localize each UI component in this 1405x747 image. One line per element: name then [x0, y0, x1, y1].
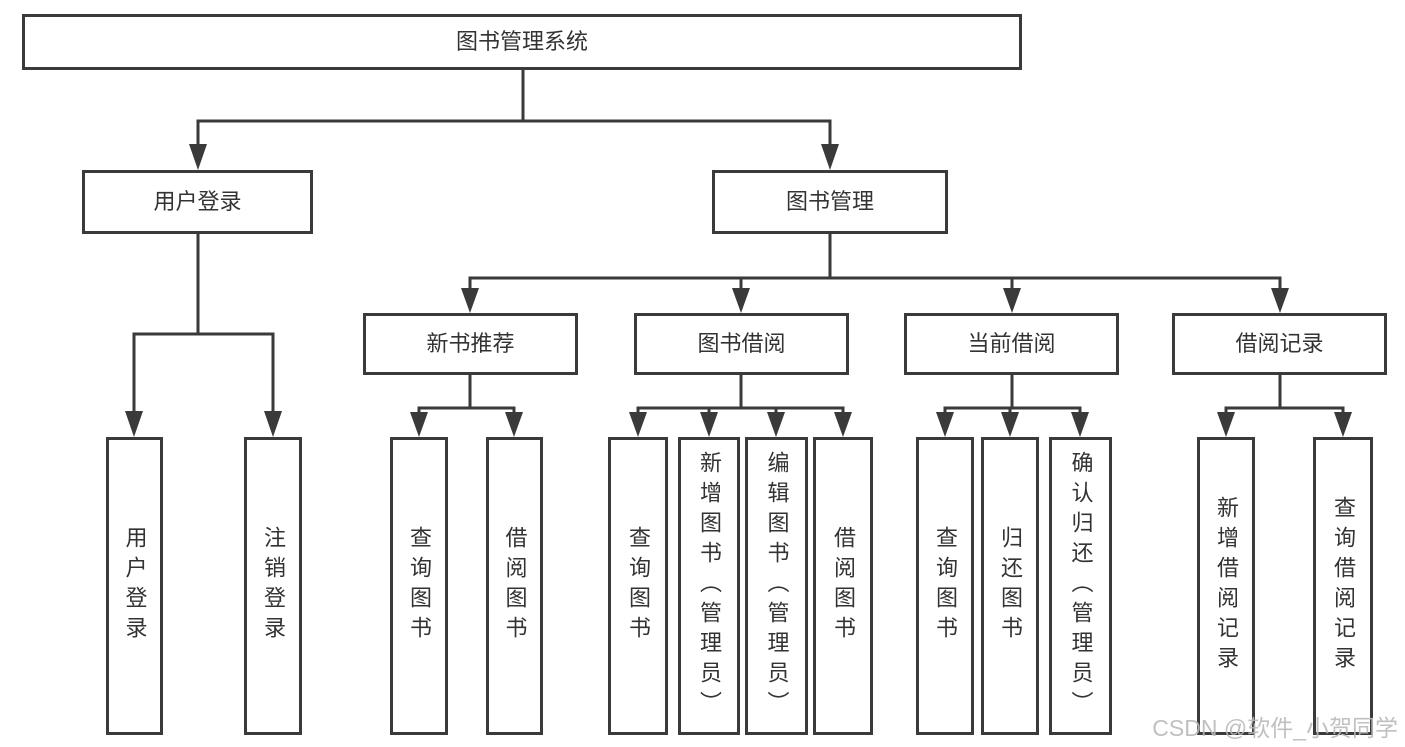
leaf-query-borrow-record-label: 查询借阅记录 — [1331, 496, 1356, 676]
arrowhead — [1003, 288, 1021, 313]
arrowhead — [410, 412, 428, 437]
arrowhead — [834, 412, 852, 437]
arrowhead — [700, 412, 718, 437]
leaf-return-books: 归还图书 — [981, 437, 1039, 735]
csdn-watermark: CSDN @软件_小贺同学 — [1152, 715, 1398, 741]
arrowhead — [264, 411, 282, 437]
arrowhead — [505, 412, 523, 437]
node-book-management: 图书管理 — [712, 170, 948, 234]
arrowhead — [461, 288, 479, 313]
node-root-system: 图书管理系统 — [22, 14, 1022, 70]
leaf-borrow-books-borrowing: 借阅图书 — [813, 437, 873, 735]
connector-book-borrow-to-leaves — [629, 375, 852, 437]
node-user-login-label: 用户登录 — [153, 189, 242, 214]
leaf-borrow-books-recommend-label: 借阅图书 — [502, 526, 528, 646]
leaf-confirm-return-admin: 确认归还（管理员） — [1049, 437, 1112, 735]
leaf-return-books-label: 归还图书 — [998, 526, 1023, 646]
leaf-logout: 注销登录 — [244, 437, 302, 735]
leaf-query-books-current: 查询图书 — [916, 437, 974, 735]
node-book-borrowing: 图书借阅 — [634, 313, 849, 375]
arrowhead — [1001, 412, 1019, 437]
arrowhead — [1271, 288, 1289, 313]
leaf-add-borrow-record-label: 新增借阅记录 — [1214, 496, 1239, 676]
leaf-logout-label: 注销登录 — [261, 526, 286, 646]
node-root-system-label: 图书管理系统 — [455, 29, 588, 54]
node-book-borrowing-label: 图书借阅 — [697, 331, 786, 356]
connector-user-login-to-leaves — [125, 234, 282, 437]
arrowhead — [1334, 412, 1352, 437]
node-current-borrowing-label: 当前借阅 — [967, 331, 1056, 356]
connector-root-to-level2 — [189, 70, 839, 170]
arrowhead — [936, 412, 954, 437]
leaf-query-books-borrowing: 查询图书 — [608, 437, 668, 735]
leaf-user-login: 用户登录 — [106, 437, 163, 735]
arrowhead — [125, 411, 143, 437]
node-borrowing-records-label: 借阅记录 — [1235, 331, 1324, 356]
arrowhead — [821, 144, 839, 170]
node-borrowing-records: 借阅记录 — [1172, 313, 1387, 375]
arrowhead — [189, 144, 207, 170]
leaf-edit-books-admin-label: 编辑图书（管理员） — [764, 451, 790, 721]
leaf-borrow-books-borrowing-label: 借阅图书 — [831, 526, 856, 646]
leaf-add-books-admin-label: 新增图书（管理员） — [697, 451, 722, 721]
leaf-query-books-recommend: 查询图书 — [390, 437, 448, 735]
arrowhead — [629, 412, 647, 437]
leaf-edit-books-admin: 编辑图书（管理员） — [745, 437, 808, 735]
connector-cur-borrow-to-leaves — [936, 375, 1089, 437]
connector-book-mgmt-to-level3 — [461, 234, 1289, 313]
arrowhead — [1217, 412, 1235, 437]
leaf-query-books-current-label: 查询图书 — [933, 526, 958, 646]
arrowhead — [767, 412, 785, 437]
leaf-query-borrow-record: 查询借阅记录 — [1313, 437, 1373, 735]
leaf-query-books-recommend-label: 查询图书 — [407, 526, 432, 646]
connector-new-rec-to-leaves — [410, 375, 523, 437]
node-current-borrowing: 当前借阅 — [904, 313, 1119, 375]
arrowhead — [732, 288, 750, 313]
leaf-add-borrow-record: 新增借阅记录 — [1197, 437, 1255, 735]
connector-bor-records-to-leaves — [1217, 375, 1352, 437]
leaf-user-login-label: 用户登录 — [122, 526, 148, 646]
node-new-book-recommend: 新书推荐 — [363, 313, 578, 375]
node-book-management-label: 图书管理 — [785, 189, 874, 214]
node-new-book-recommend-label: 新书推荐 — [426, 331, 515, 356]
leaf-query-books-borrowing-label: 查询图书 — [626, 526, 651, 646]
leaf-confirm-return-admin-label: 确认归还（管理员） — [1068, 451, 1094, 721]
leaf-borrow-books-recommend: 借阅图书 — [486, 437, 543, 735]
node-user-login: 用户登录 — [82, 170, 313, 234]
leaf-add-books-admin: 新增图书（管理员） — [678, 437, 740, 735]
arrowhead — [1071, 412, 1089, 437]
